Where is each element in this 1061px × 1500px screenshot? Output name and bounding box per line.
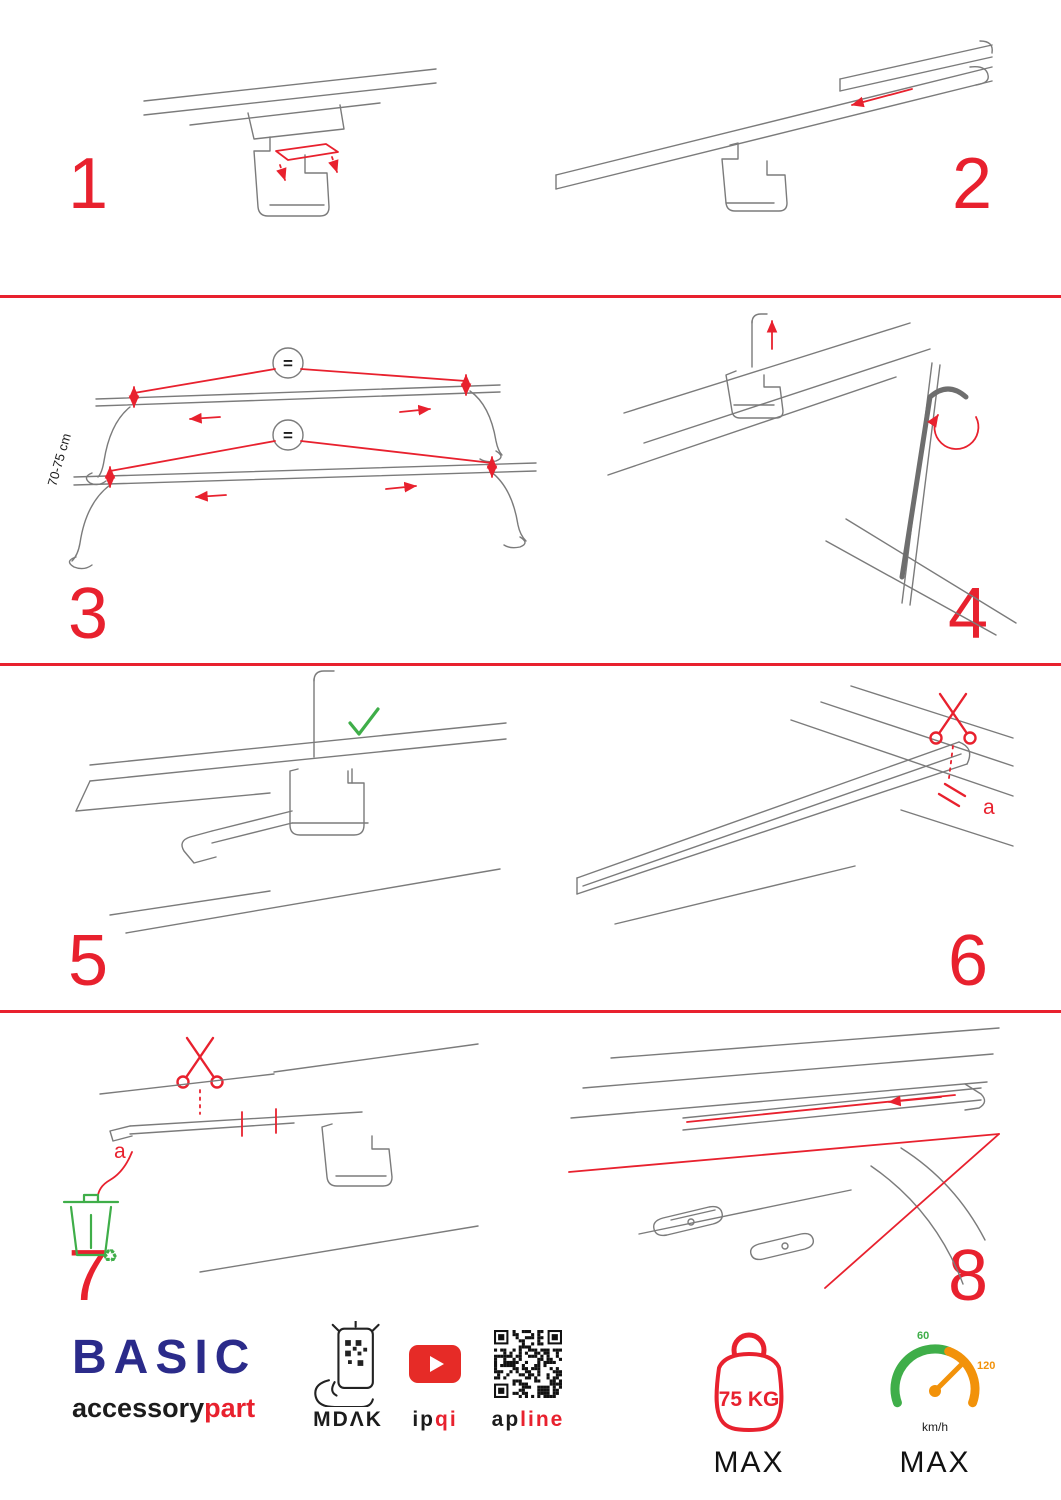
apline-red-text: line [520, 1408, 565, 1431]
door-frame-sketch [607, 313, 1017, 636]
step-6-illustration: a [576, 685, 1014, 925]
phone-qr-scan-icon [300, 1320, 396, 1408]
cut-label-a: a [114, 1140, 126, 1163]
rotate-arrow [927, 414, 980, 450]
mdak-badge: MDΛK [296, 1320, 400, 1432]
crossbar-sketch [555, 40, 993, 212]
ipqi-badge: ipqi [404, 1320, 466, 1432]
brand-accessorypart: accessorypart [72, 1393, 302, 1424]
max-speed-label: MAX [899, 1446, 971, 1479]
slide-direction-arrow [851, 88, 913, 108]
step-2-number: 2 [952, 144, 993, 224]
step-5-number: 5 [68, 921, 109, 1001]
speed-start-label: 60 [917, 1330, 929, 1342]
zoom-frame-lines [568, 1133, 1000, 1289]
step-6-number: 6 [948, 921, 989, 1001]
step-7-number: 7 [68, 1236, 109, 1316]
checkmark-icon [348, 707, 380, 736]
step-1-number: 1 [68, 144, 109, 224]
slide-direction-arrow [888, 1095, 942, 1107]
strip-sketch [99, 1043, 479, 1273]
section-divider [0, 295, 1061, 298]
max-weight-label: MAX [713, 1446, 785, 1479]
step-3-illustration: = = 70-75 cm [44, 347, 537, 570]
step-5-illustration [75, 670, 507, 934]
dimension-label: 70-75 cm [44, 432, 73, 488]
excess-strip-highlight [937, 782, 967, 808]
max-weight-icon: 75 KG [689, 1320, 809, 1446]
insert-plate-highlight [275, 143, 339, 181]
brand-block: BASIC accessorypart [72, 1330, 302, 1424]
scissors-icon [929, 692, 977, 745]
cut-label-a: a [983, 796, 995, 819]
brand-ipqi-label: ipqi [412, 1408, 457, 1432]
brand-part-text: part [204, 1393, 256, 1423]
brand-logo-basic: BASIC [72, 1331, 257, 1384]
step-4-number: 4 [948, 574, 989, 654]
bar-end-sketch [576, 685, 1014, 925]
ipqi-red-text: qi [435, 1408, 458, 1431]
clamp-mounted-sketch [75, 670, 507, 934]
speedometer-icon: 60 120 km/h [870, 1320, 1000, 1446]
max-weight-value: 75 KG [719, 1388, 780, 1411]
step-2-illustration [555, 40, 993, 212]
youtube-icon [409, 1320, 461, 1408]
trash-bin-icon: ♻ [62, 1193, 120, 1266]
ipqi-black-text: ip [412, 1408, 435, 1431]
step-1-illustration [143, 68, 437, 217]
brand-apline-label: apline [492, 1408, 565, 1432]
recycle-icon: ♻ [102, 1246, 118, 1266]
equal-spacing-guides: = = [104, 347, 498, 502]
apline-badge: apline [486, 1320, 570, 1432]
cut-line [948, 745, 954, 779]
apline-black-text: ap [491, 1408, 521, 1431]
brand-mdak-label: MDΛK [313, 1408, 383, 1431]
step-4-illustration [607, 313, 1017, 636]
max-speed-badge: 60 120 km/h MAX [868, 1320, 1002, 1480]
allen-key [899, 386, 969, 580]
roof-rail-sketch [143, 68, 437, 217]
roof-and-adapters-sketch [570, 1027, 1000, 1285]
two-crossbars-sketch [68, 384, 537, 570]
qr-code-icon [494, 1320, 562, 1408]
speed-end-label: 120 [977, 1360, 995, 1372]
brand-accessory-text: accessory [72, 1393, 205, 1423]
scissors-icon [176, 1036, 224, 1089]
max-weight-badge: 75 KG MAX [688, 1320, 810, 1480]
equal-badge-bottom: = [283, 426, 293, 445]
section-divider [0, 663, 1061, 666]
equal-badge-top: = [283, 354, 293, 373]
speed-unit-label: km/h [922, 1420, 948, 1434]
step-3-number: 3 [68, 574, 109, 654]
step-8-illustration [568, 1027, 1000, 1289]
section-divider [0, 1010, 1061, 1013]
step-8-number: 8 [948, 1236, 989, 1316]
step-7-illustration: a ♻ [62, 1036, 479, 1273]
